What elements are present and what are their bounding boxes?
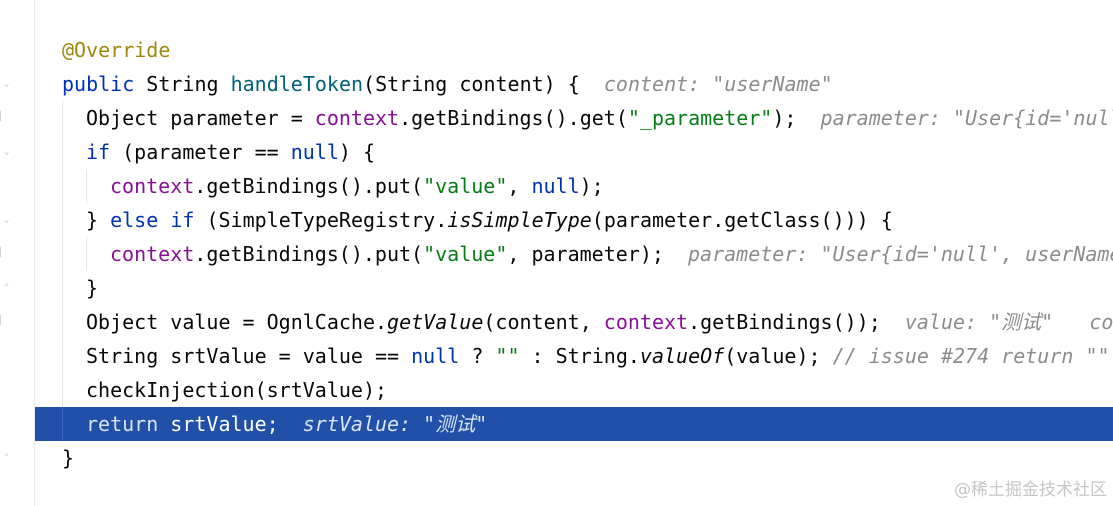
- code-token: }: [62, 446, 75, 470]
- code-line[interactable]: }: [35, 441, 1113, 475]
- method-name: handleToken: [230, 72, 364, 96]
- code-token: (SimpleTypeRegistry.: [194, 208, 448, 232]
- editor-gutter[interactable]: ⌄ ⌄ ⌄ ⌃ ⌃ ▏ ▏ ▏: [0, 0, 35, 506]
- code-comment: // issue #274 return "": [832, 344, 1110, 368]
- code-token: , parameter);: [507, 242, 664, 266]
- fold-marker-icon[interactable]: ⌄: [4, 147, 10, 157]
- inline-debug-value: content: "userName": [603, 72, 833, 96]
- static-method-token: getValue: [387, 310, 484, 334]
- gutter-marker-icon: ▏: [0, 112, 6, 122]
- code-token: (parameter.getClass())) {: [591, 208, 893, 232]
- current-execution-line[interactable]: return srtValue; srtValue: "测试": [35, 407, 1113, 441]
- code-token: srtValue;: [158, 412, 279, 436]
- gutter-marker-icon: ▏: [0, 316, 6, 326]
- static-method-token: valueOf: [639, 344, 725, 368]
- code-token: (parameter ==: [110, 140, 291, 164]
- keyword-token: null: [411, 344, 460, 368]
- keyword-token: null: [290, 140, 339, 164]
- code-token: Object parameter =: [86, 106, 315, 130]
- watermark: @稀土掘金技术社区: [954, 480, 1107, 500]
- code-line[interactable]: Object parameter = context.getBindings()…: [35, 101, 1113, 135]
- code-line[interactable]: Object value = OgnlCache.getValue(conten…: [35, 305, 1113, 339]
- code-token: : String.: [519, 344, 640, 368]
- static-method-token: isSimpleType: [447, 208, 592, 232]
- keyword-token: null: [531, 174, 580, 198]
- keyword-token: else: [110, 208, 159, 232]
- code-line[interactable]: if (parameter == null) {: [35, 135, 1113, 169]
- code-line[interactable]: public String handleToken(String content…: [35, 67, 1113, 101]
- keyword-token: public: [62, 72, 135, 96]
- code-token: .getBindings().get(: [399, 106, 628, 130]
- code-line[interactable]: }: [35, 271, 1113, 305]
- code-token: ?: [459, 344, 496, 368]
- inline-debug-value: parameter: "User{id='null: [820, 106, 1113, 130]
- code-token: .getBindings().put(: [194, 174, 424, 198]
- fold-marker-icon[interactable]: ⌃: [4, 453, 10, 463]
- code-line[interactable]: } else if (SimpleTypeRegistry.isSimpleTy…: [35, 203, 1113, 237]
- code-token: .getBindings().put(: [194, 242, 424, 266]
- field-token: context: [110, 242, 195, 266]
- params-token: (String content) {: [363, 72, 580, 96]
- keyword-token: if: [86, 140, 111, 164]
- code-token: .getBindings());: [688, 310, 881, 334]
- fold-marker-icon[interactable]: ⌃: [4, 283, 10, 293]
- annotation-token: @Override: [62, 38, 171, 62]
- field-token: context: [603, 310, 689, 334]
- code-token: }: [86, 276, 99, 300]
- code-token: checkInjection(srtValue);: [86, 378, 388, 402]
- code-token: ) {: [338, 140, 376, 164]
- inline-debug-value: srtValue: "测试": [302, 412, 488, 436]
- code-token: String srtValue = value ==: [86, 344, 412, 368]
- keyword-token: return: [86, 412, 159, 436]
- code-token: (value);: [724, 344, 821, 368]
- gutter-marker-icon: ▏: [0, 248, 6, 258]
- fold-marker-icon[interactable]: ⌄: [4, 79, 10, 89]
- code-line[interactable]: context.getBindings().put("value", param…: [35, 237, 1113, 271]
- code-token: }: [86, 208, 111, 232]
- inline-debug-value: value: "测试" cont: [904, 310, 1113, 334]
- string-token: "value": [423, 242, 508, 266]
- code-token: );: [772, 106, 797, 130]
- field-token: context: [110, 174, 195, 198]
- keyword-token: if: [170, 208, 195, 232]
- string-token: "": [495, 344, 520, 368]
- code-line[interactable]: @Override: [35, 33, 1113, 67]
- code-token: ,: [507, 174, 532, 198]
- code-token: Object value = OgnlCache.: [86, 310, 388, 334]
- code-token: (content,: [483, 310, 604, 334]
- string-token: "value": [423, 174, 508, 198]
- code-line[interactable]: String srtValue = value == null ? "" : S…: [35, 339, 1113, 373]
- fold-marker-icon[interactable]: ⌄: [4, 215, 10, 225]
- inline-debug-value: parameter: "User{id='null', userName: [688, 242, 1113, 266]
- field-token: context: [314, 106, 400, 130]
- code-token: );: [579, 174, 604, 198]
- string-token: "_parameter": [627, 106, 773, 130]
- type-token: String: [146, 72, 219, 96]
- code-line[interactable]: context.getBindings().put("value", null)…: [35, 169, 1113, 203]
- code-line[interactable]: checkInjection(srtValue);: [35, 373, 1113, 407]
